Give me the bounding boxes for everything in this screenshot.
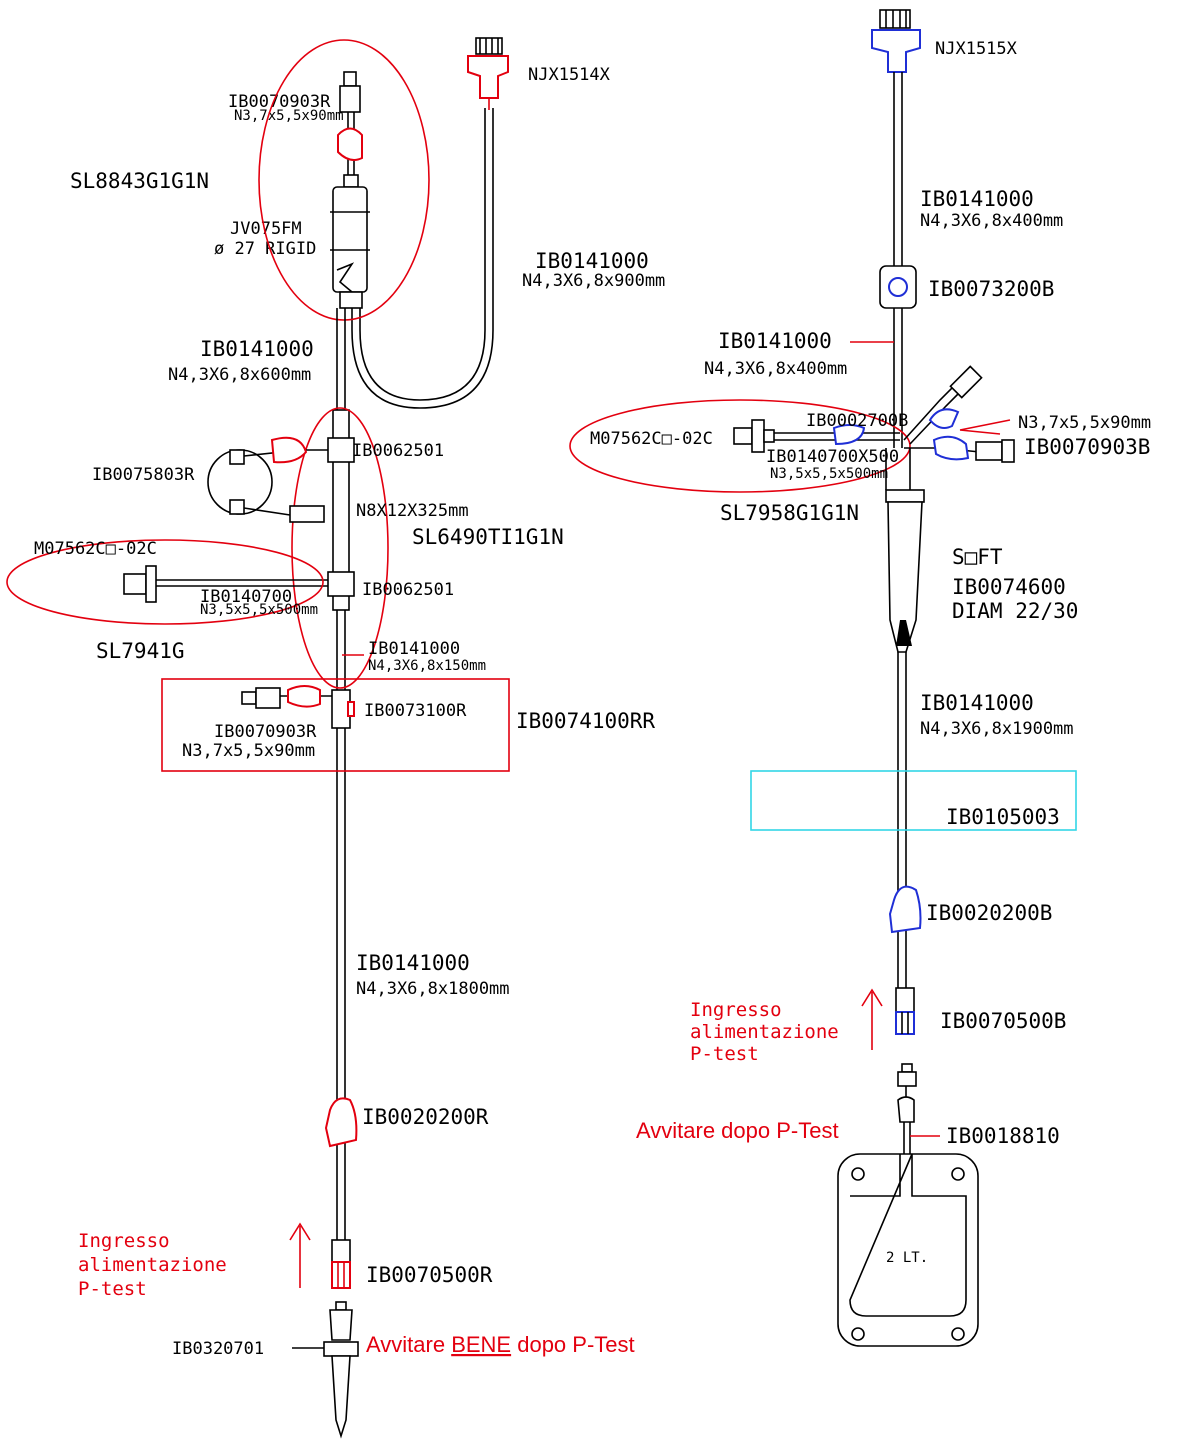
note-line-2: alimentazione [78, 1254, 227, 1276]
label-valve: IB0073100R [364, 701, 467, 721]
label-injection-site: IB0073200B [928, 277, 1054, 301]
label-end-connector: IB0070500R [366, 1263, 493, 1287]
label-tube-150-spec: N4,3X6,8x150mm [368, 658, 486, 674]
label-side-clamp: IB0002700B [806, 411, 908, 431]
screw-note-right: Avvitare dopo P-Test [636, 1118, 839, 1143]
label-valve-group: IB0074100RR [516, 709, 655, 733]
label-side-tube-spec-right: N3,5x5,5x500mm [770, 466, 888, 482]
label-filter-box: IB0105003 [946, 805, 1060, 829]
highlight-ellipse [258, 39, 430, 321]
screw-note-bold: BENE [451, 1332, 511, 1357]
label-tube-mid-spec: N4,3X6,8x400mm [704, 359, 847, 379]
label-top-connector: NJX1514X [528, 65, 611, 85]
screw-note-post: dopo P-Test [511, 1332, 635, 1357]
label-spike: IB0320701 [172, 1339, 264, 1359]
burette-top-icon [337, 71, 363, 175]
arrow-up-icon [861, 988, 883, 1050]
valve-icon [241, 685, 355, 729]
label-set-name-right: SL7958G1G1N [720, 501, 859, 525]
label-branch-spec: N3,7x5,5x90mm [1018, 413, 1151, 433]
label-side-tube-code-right: IB0140700X500 [766, 447, 899, 467]
label-tube-low-spec: N4,3X6,8x1900mm [920, 719, 1074, 739]
screw-note: Avvitare BENE dopo P-Test [366, 1332, 635, 1357]
label-branch-item: IB0070903R [214, 722, 317, 742]
label-burette-item-spec: N3,7x5,5x90mm [234, 108, 344, 124]
clamp-coil-icon [207, 436, 328, 523]
label-tube-1800-spec: N4,3X6,8x1800mm [356, 979, 510, 999]
label-burette-set: SL8843G1G1N [70, 169, 209, 193]
label-roller-clamp-right: IB0020200B [926, 901, 1052, 925]
label-tube-600-spec: N4,3X6,8x600mm [168, 365, 311, 385]
label-bag-connector: IB0018810 [946, 1124, 1060, 1148]
note-line-1-right: Ingresso [690, 999, 782, 1021]
y-site-top-icon [327, 437, 355, 463]
filter-box [750, 770, 1077, 831]
label-chamber-type: S□FT [952, 545, 1003, 569]
note-line-1: Ingresso [78, 1230, 170, 1252]
label-side-tube-code: IB0140700 [200, 587, 292, 607]
right-assembly: NJX1515X IB0141000 N4,3X6,8x400mm IB0073… [569, 9, 1151, 1347]
y-site-bottom-icon [327, 571, 355, 597]
note-line-3-right: P-test [690, 1043, 759, 1065]
connector-icon [467, 37, 509, 110]
highlight-ellipse [291, 407, 389, 689]
loop-tube [359, 108, 486, 401]
valve-group-box [161, 678, 510, 772]
spike-icon [323, 1301, 359, 1439]
roller-clamp-icon [888, 885, 922, 934]
roller-clamp-icon [324, 1097, 358, 1148]
label-tube-top-code: IB0141000 [920, 187, 1034, 211]
highlight-ellipse [6, 539, 324, 625]
label-side-connector-right: M07562C□-02C [590, 429, 713, 449]
bag-connector-icon [897, 1063, 917, 1160]
label-branch-item-right: IB0070903B [1024, 435, 1150, 459]
connector-icon [871, 9, 921, 73]
label-y-site-bottom: IB0062501 [362, 580, 454, 600]
label-chamber-spec: ø 27 RIGID [214, 239, 316, 259]
label-roller-clamp: IB0020200R [362, 1105, 489, 1129]
end-connector-icon [331, 1239, 351, 1289]
note-line-2-right: alimentazione [690, 1021, 839, 1043]
note-line-3: P-test [78, 1278, 147, 1300]
bag-icon [837, 1153, 979, 1347]
label-burette-item: IB0070903R [228, 92, 331, 112]
side-branch-icon [123, 565, 328, 603]
label-side-tube-spec: N3,5x5,5x500mm [200, 602, 318, 618]
branch-right-icon [903, 365, 1015, 463]
left-assembly: NJX1514X IB0070903R N3,7x5,5x90mm SL8843… [6, 37, 665, 1439]
chamber-icon [330, 174, 370, 309]
label-side-set: SL7941G [96, 639, 185, 663]
label-tube-150-code: IB0141000 [368, 639, 460, 659]
drip-chamber-icon [885, 448, 925, 1000]
label-tube-mid-code: IB0141000 [718, 329, 832, 353]
highlight-ellipse [569, 399, 911, 493]
screw-note-pre: Avvitare [366, 1332, 451, 1357]
label-loop-tube-spec: N4,3X6,8x900mm [522, 271, 665, 291]
label-chamber-diam: DIAM 22/30 [952, 599, 1078, 623]
side-branch-right-icon [733, 419, 900, 453]
label-tube-low-code: IB0141000 [920, 691, 1034, 715]
label-y-site-top: IB0062501 [352, 441, 444, 461]
label-tube-1800-code: IB0141000 [356, 951, 470, 975]
label-tube-top-spec: N4,3X6,8x400mm [920, 211, 1063, 231]
label-branch-item-spec: N3,7x5,5x90mm [182, 741, 315, 761]
label-chamber-code: IB0074600 [952, 575, 1066, 599]
label-side-connector: M07562C□-02C [34, 539, 157, 559]
label-loop-tube-code: IB0141000 [535, 249, 649, 273]
label-tube-600-code: IB0141000 [200, 337, 314, 361]
arrow-up-icon [289, 1222, 311, 1288]
label-chamber-name: JV075FM [230, 219, 302, 239]
end-connector-right-icon [895, 987, 915, 1035]
label-clamp: IB0075803R [92, 465, 195, 485]
label-end-connector-right: IB0070500B [940, 1009, 1066, 1033]
label-top-connector-right: NJX1515X [935, 39, 1018, 59]
label-set-name: SL6490TI1G1N [412, 525, 564, 549]
label-main-tube-spec: N8X12X325mm [356, 501, 469, 521]
injection-site-icon [879, 265, 917, 309]
label-bag: 2 LT. [886, 1250, 928, 1266]
